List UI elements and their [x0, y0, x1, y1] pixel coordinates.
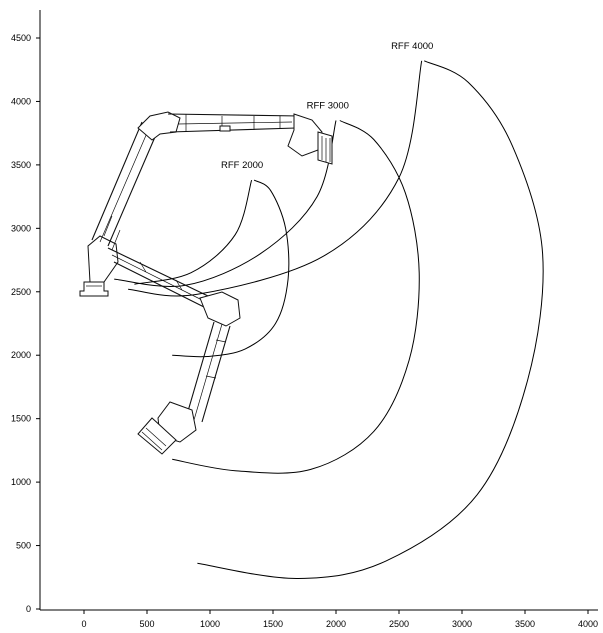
- x-ticks: 0 500 1000 1500 2000 2500 3000 3500 4000: [81, 610, 598, 629]
- extraction-arm-drawing: [79, 111, 333, 455]
- axes: [39, 10, 598, 611]
- reach-curve: [172, 120, 420, 474]
- reach-curve-label: RFF 3000: [307, 100, 349, 111]
- sweep-curve: [128, 60, 423, 297]
- arm-upper-tube: [91, 121, 159, 247]
- reach-curve-label: RFF 2000: [221, 160, 263, 171]
- y-tick-label: 1500: [11, 414, 31, 424]
- x-tick-label: 4000: [578, 619, 598, 629]
- y-tick-label: 4500: [11, 33, 31, 43]
- sweep-curve: [114, 120, 337, 287]
- reach-curve: [172, 179, 290, 358]
- arm-top-tube-detail: [177, 114, 293, 132]
- x-tick-label: 3500: [515, 619, 535, 629]
- reach-curves: [114, 60, 544, 580]
- arm-bottom-hood: [137, 417, 177, 455]
- arm-lower-joint: [87, 235, 119, 283]
- reach-curve: [197, 60, 544, 580]
- arm-bottom-hood-line-2: [141, 431, 163, 451]
- arm-outer-elbow: [287, 113, 323, 157]
- arm-diagonal-tube-detail: [111, 254, 207, 303]
- y-tick-label: 4000: [11, 96, 31, 106]
- arm-top-clamp: [219, 125, 231, 132]
- arm-top-tube: [167, 113, 301, 133]
- arm-bottom-hood-line-1: [145, 427, 167, 447]
- arm-upper-elbow: [137, 111, 181, 141]
- y-tick-label: 3500: [11, 160, 31, 170]
- x-tick-label: 0: [81, 619, 86, 629]
- x-tick-label: 2500: [389, 619, 409, 629]
- x-tick-label: 1000: [200, 619, 220, 629]
- y-tick-label: 3000: [11, 223, 31, 233]
- y-tick-label: 2000: [11, 350, 31, 360]
- y-ticks: 0 500 1000 1500 2000 2500 3000 3500 4000 4500: [11, 33, 40, 614]
- curve-labels: RFF 2000 RFF 3000 RFF 4000: [221, 41, 433, 171]
- y-tick-label: 2500: [11, 287, 31, 297]
- reach-curve-label: RFF 4000: [391, 41, 433, 52]
- y-tick-label: 1000: [11, 477, 31, 487]
- arm-lower-tube-detail: [193, 323, 227, 421]
- x-tick-label: 500: [139, 619, 154, 629]
- arm-hood: [317, 131, 333, 165]
- arm-mid-joint: [199, 291, 241, 327]
- arm-diagonal-tube: [107, 247, 209, 309]
- x-tick-label: 1500: [263, 619, 283, 629]
- x-tick-label: 2000: [326, 619, 346, 629]
- arm-upper-tube-detail: [99, 125, 151, 251]
- sweep-curve: [134, 179, 253, 285]
- y-tick-label: 500: [16, 541, 31, 551]
- y-tick-label: 0: [26, 604, 31, 614]
- arm-base: [79, 281, 109, 297]
- x-tick-label: 3000: [452, 619, 472, 629]
